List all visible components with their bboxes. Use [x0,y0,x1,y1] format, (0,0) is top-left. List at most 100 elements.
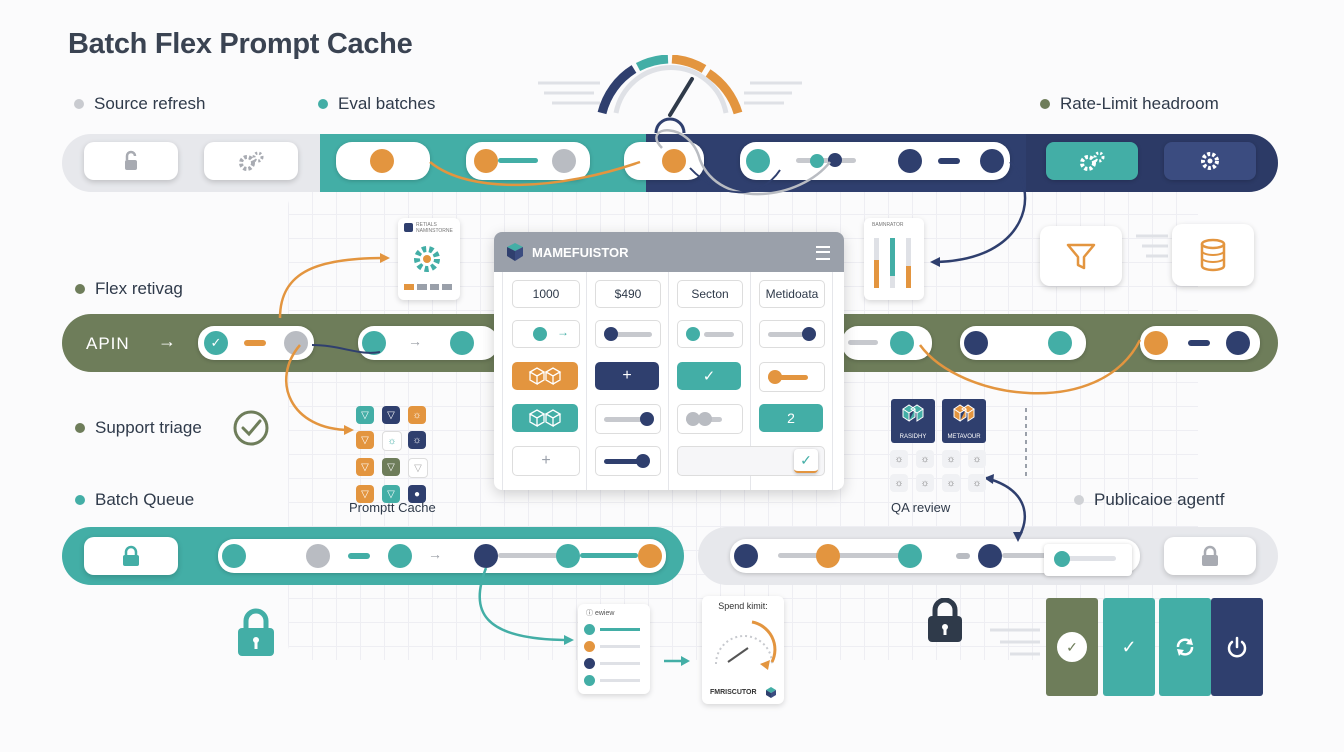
lock-button[interactable] [84,142,178,180]
header-cell[interactable]: $490 [595,280,661,308]
review-checklist-card[interactable]: ⓘ ewiew [578,604,650,694]
slider-thumb[interactable] [640,412,654,426]
node-orange [370,149,394,173]
status-column-power[interactable] [1211,598,1263,696]
connector-bar [848,340,878,345]
connector-bar [778,553,918,558]
bar-fill [874,260,879,288]
flex-pill-1[interactable]: ✓ [198,326,314,360]
eval-pill-2[interactable] [466,142,590,180]
check-node: ✓ [204,331,228,355]
spend-limit-card[interactable]: Spend kimit: FMRISCUTOR [702,596,784,704]
bars-card[interactable]: BAMNRATOR [864,218,924,300]
slider-thumb[interactable] [802,327,816,341]
qa-card-2[interactable]: METAVOUR [942,399,986,443]
add-button[interactable]: + [595,362,659,390]
slider-cell[interactable] [759,320,825,348]
gear-icon: ☼ [916,450,934,468]
lock-icon [123,545,139,566]
check-icon [584,675,595,686]
funnel-card[interactable] [1040,226,1122,286]
flex-pill-5[interactable] [1140,326,1260,360]
qa-card-1[interactable]: RASIDHY [891,399,935,443]
slider-thumb[interactable] [768,370,782,384]
cubes-button[interactable] [512,362,578,390]
qa-review-label: QA review [891,500,951,515]
node-orange [1144,331,1168,355]
slider-thumb[interactable] [636,454,650,468]
gear-button-navy[interactable] [1164,142,1256,180]
card-title: BAMNRATOR [872,222,904,228]
slider-cell[interactable]: → [512,320,580,348]
add-button[interactable]: + [512,446,580,476]
gear-icon: ☼ [890,474,908,492]
header-cell[interactable]: 1000 [512,280,580,308]
gauge-icon [715,620,777,670]
check-button[interactable]: ✓ [677,362,741,390]
col-divider [586,272,587,490]
menu-icon[interactable] [816,246,830,260]
checklist-item [584,641,640,652]
lock-button[interactable] [84,537,178,575]
slider-thumb[interactable] [686,412,700,426]
flex-pill-3[interactable] [842,326,932,360]
eval-pill-3[interactable] [624,142,704,180]
legend-dot [1040,99,1050,109]
slider-cell[interactable] [677,404,743,434]
legend-label: Support triage [95,418,202,437]
flex-pill-2[interactable]: → [358,326,498,360]
slider-thumb[interactable] [1054,551,1070,567]
cube-icon [902,404,924,422]
bar-track [874,238,879,288]
status-column-approved[interactable]: ✓ [1046,598,1098,696]
gear-button-teal[interactable] [1046,142,1138,180]
node-navy [978,544,1002,568]
slider-cell[interactable] [595,320,661,348]
node-navy [1226,331,1250,355]
filter-icon: ▽ [382,406,400,424]
status-column-checked[interactable]: ✓ [1103,598,1155,696]
checkbox[interactable]: ✓ [794,449,818,473]
lock-icon [238,608,274,656]
count-cell[interactable]: 2 [759,404,823,432]
status-column-sync[interactable] [1159,598,1211,696]
mamefuistor-panel: MAMEFUISTOR 1000 $490 Secton Metidoata →… [494,232,844,490]
checklist-bar [600,645,640,648]
header-cell[interactable]: Metidoata [759,280,825,308]
gear-icon [414,246,440,272]
checkbox-row[interactable]: ✓ [677,446,825,476]
checklist-item [584,624,640,635]
footer-seg [442,284,452,290]
gear-button[interactable] [204,142,298,180]
spend-footer: FMRISCUTOR [710,689,757,696]
lock-icon [1202,545,1218,566]
connector-bar [580,553,638,558]
flex-pill-4[interactable] [960,326,1086,360]
arrow-icon: → [158,331,176,351]
power-icon: ● [408,485,426,503]
slider-thumb[interactable] [698,412,712,426]
slider-card[interactable] [1044,544,1132,576]
slider-cell[interactable] [677,320,743,348]
slider-thumb[interactable] [604,327,618,341]
legend-dot [1074,495,1084,505]
node-teal [890,331,914,355]
database-card[interactable] [1172,224,1254,286]
lock-button[interactable] [1164,537,1256,575]
queue-pill[interactable]: → [218,539,666,573]
eval-pill-1[interactable] [336,142,430,180]
legend-label: Rate-Limit headroom [1060,94,1219,113]
cubes-button[interactable] [512,404,578,432]
page-title: Batch Flex Prompt Cache [68,28,413,60]
eval-pill-4[interactable] [740,142,1010,180]
slider-cell[interactable] [595,404,661,434]
footer-seg [416,284,427,290]
filter-icon: ▽ [382,485,400,503]
gear-icon: ☼ [408,431,426,449]
header-cell[interactable]: Secton [677,280,743,308]
spend-title: Spend kimit: [718,601,768,611]
node-orange [816,544,840,568]
slider-cell[interactable] [759,362,825,392]
slider-cell[interactable] [595,446,661,476]
